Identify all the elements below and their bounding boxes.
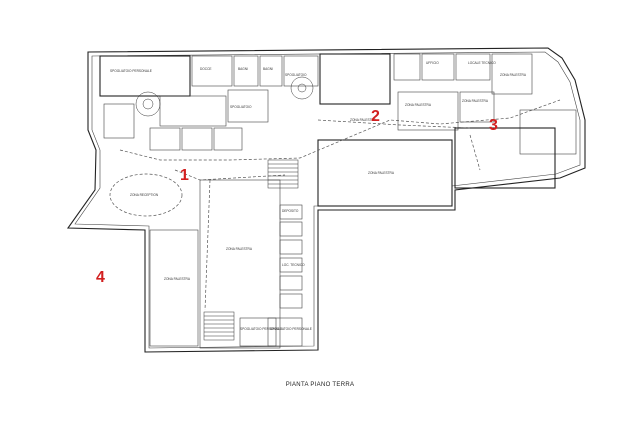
circulation-paths bbox=[119, 99, 561, 311]
room-label: ZONA PALESTRA bbox=[462, 99, 489, 103]
room-label: ZONA PALESTRA bbox=[350, 118, 377, 122]
building-outline bbox=[66, 47, 586, 353]
marker-1: 1 bbox=[180, 167, 189, 184]
room-label: SPOGLIATOIO PERSONALE bbox=[240, 327, 282, 331]
room-label: LOCALE TECNICO bbox=[468, 61, 496, 65]
room-label: BAGNI bbox=[263, 67, 273, 71]
room-label: ZONA PALESTRA bbox=[500, 73, 527, 77]
straight-stairs bbox=[203, 159, 299, 341]
marker-4: 4 bbox=[96, 269, 105, 286]
room-label: ZONA PALESTRA bbox=[164, 277, 191, 281]
room-label: SPOGLIATOIO PERSONALE bbox=[110, 69, 152, 73]
room-label: DEPOSITO bbox=[282, 209, 299, 213]
room-label: SPOGLIATOIO PERSONALE bbox=[270, 327, 312, 331]
reception-ellipse bbox=[109, 173, 183, 217]
marker-2: 2 bbox=[371, 108, 380, 125]
room-label: LOC. TECNICO bbox=[282, 263, 305, 267]
room-label: ZONA PALESTRA bbox=[226, 247, 253, 251]
upper-rooms bbox=[99, 53, 577, 155]
room-label: SPOGLIATOIO bbox=[285, 73, 307, 77]
room-label: ZONA PALESTRA bbox=[405, 103, 432, 107]
room-label: BAGNI bbox=[238, 67, 248, 71]
room-label: ZONA PALESTRA bbox=[368, 171, 395, 175]
room-label: ZONA RECEPTION bbox=[130, 193, 159, 197]
plan-caption: PIANTA PIANO TERRA bbox=[285, 382, 355, 388]
spiral-stairs bbox=[135, 76, 314, 117]
room-labels: SPOGLIATOIO PERSONALE DOCCE BAGNI BAGNI … bbox=[110, 61, 527, 331]
marker-3: 3 bbox=[489, 117, 498, 134]
room-label: DOCCE bbox=[200, 67, 212, 71]
gym-halls bbox=[149, 127, 556, 349]
room-label: SPOGLIATOIO bbox=[230, 105, 252, 109]
room-label: UFFICIO bbox=[426, 61, 439, 65]
